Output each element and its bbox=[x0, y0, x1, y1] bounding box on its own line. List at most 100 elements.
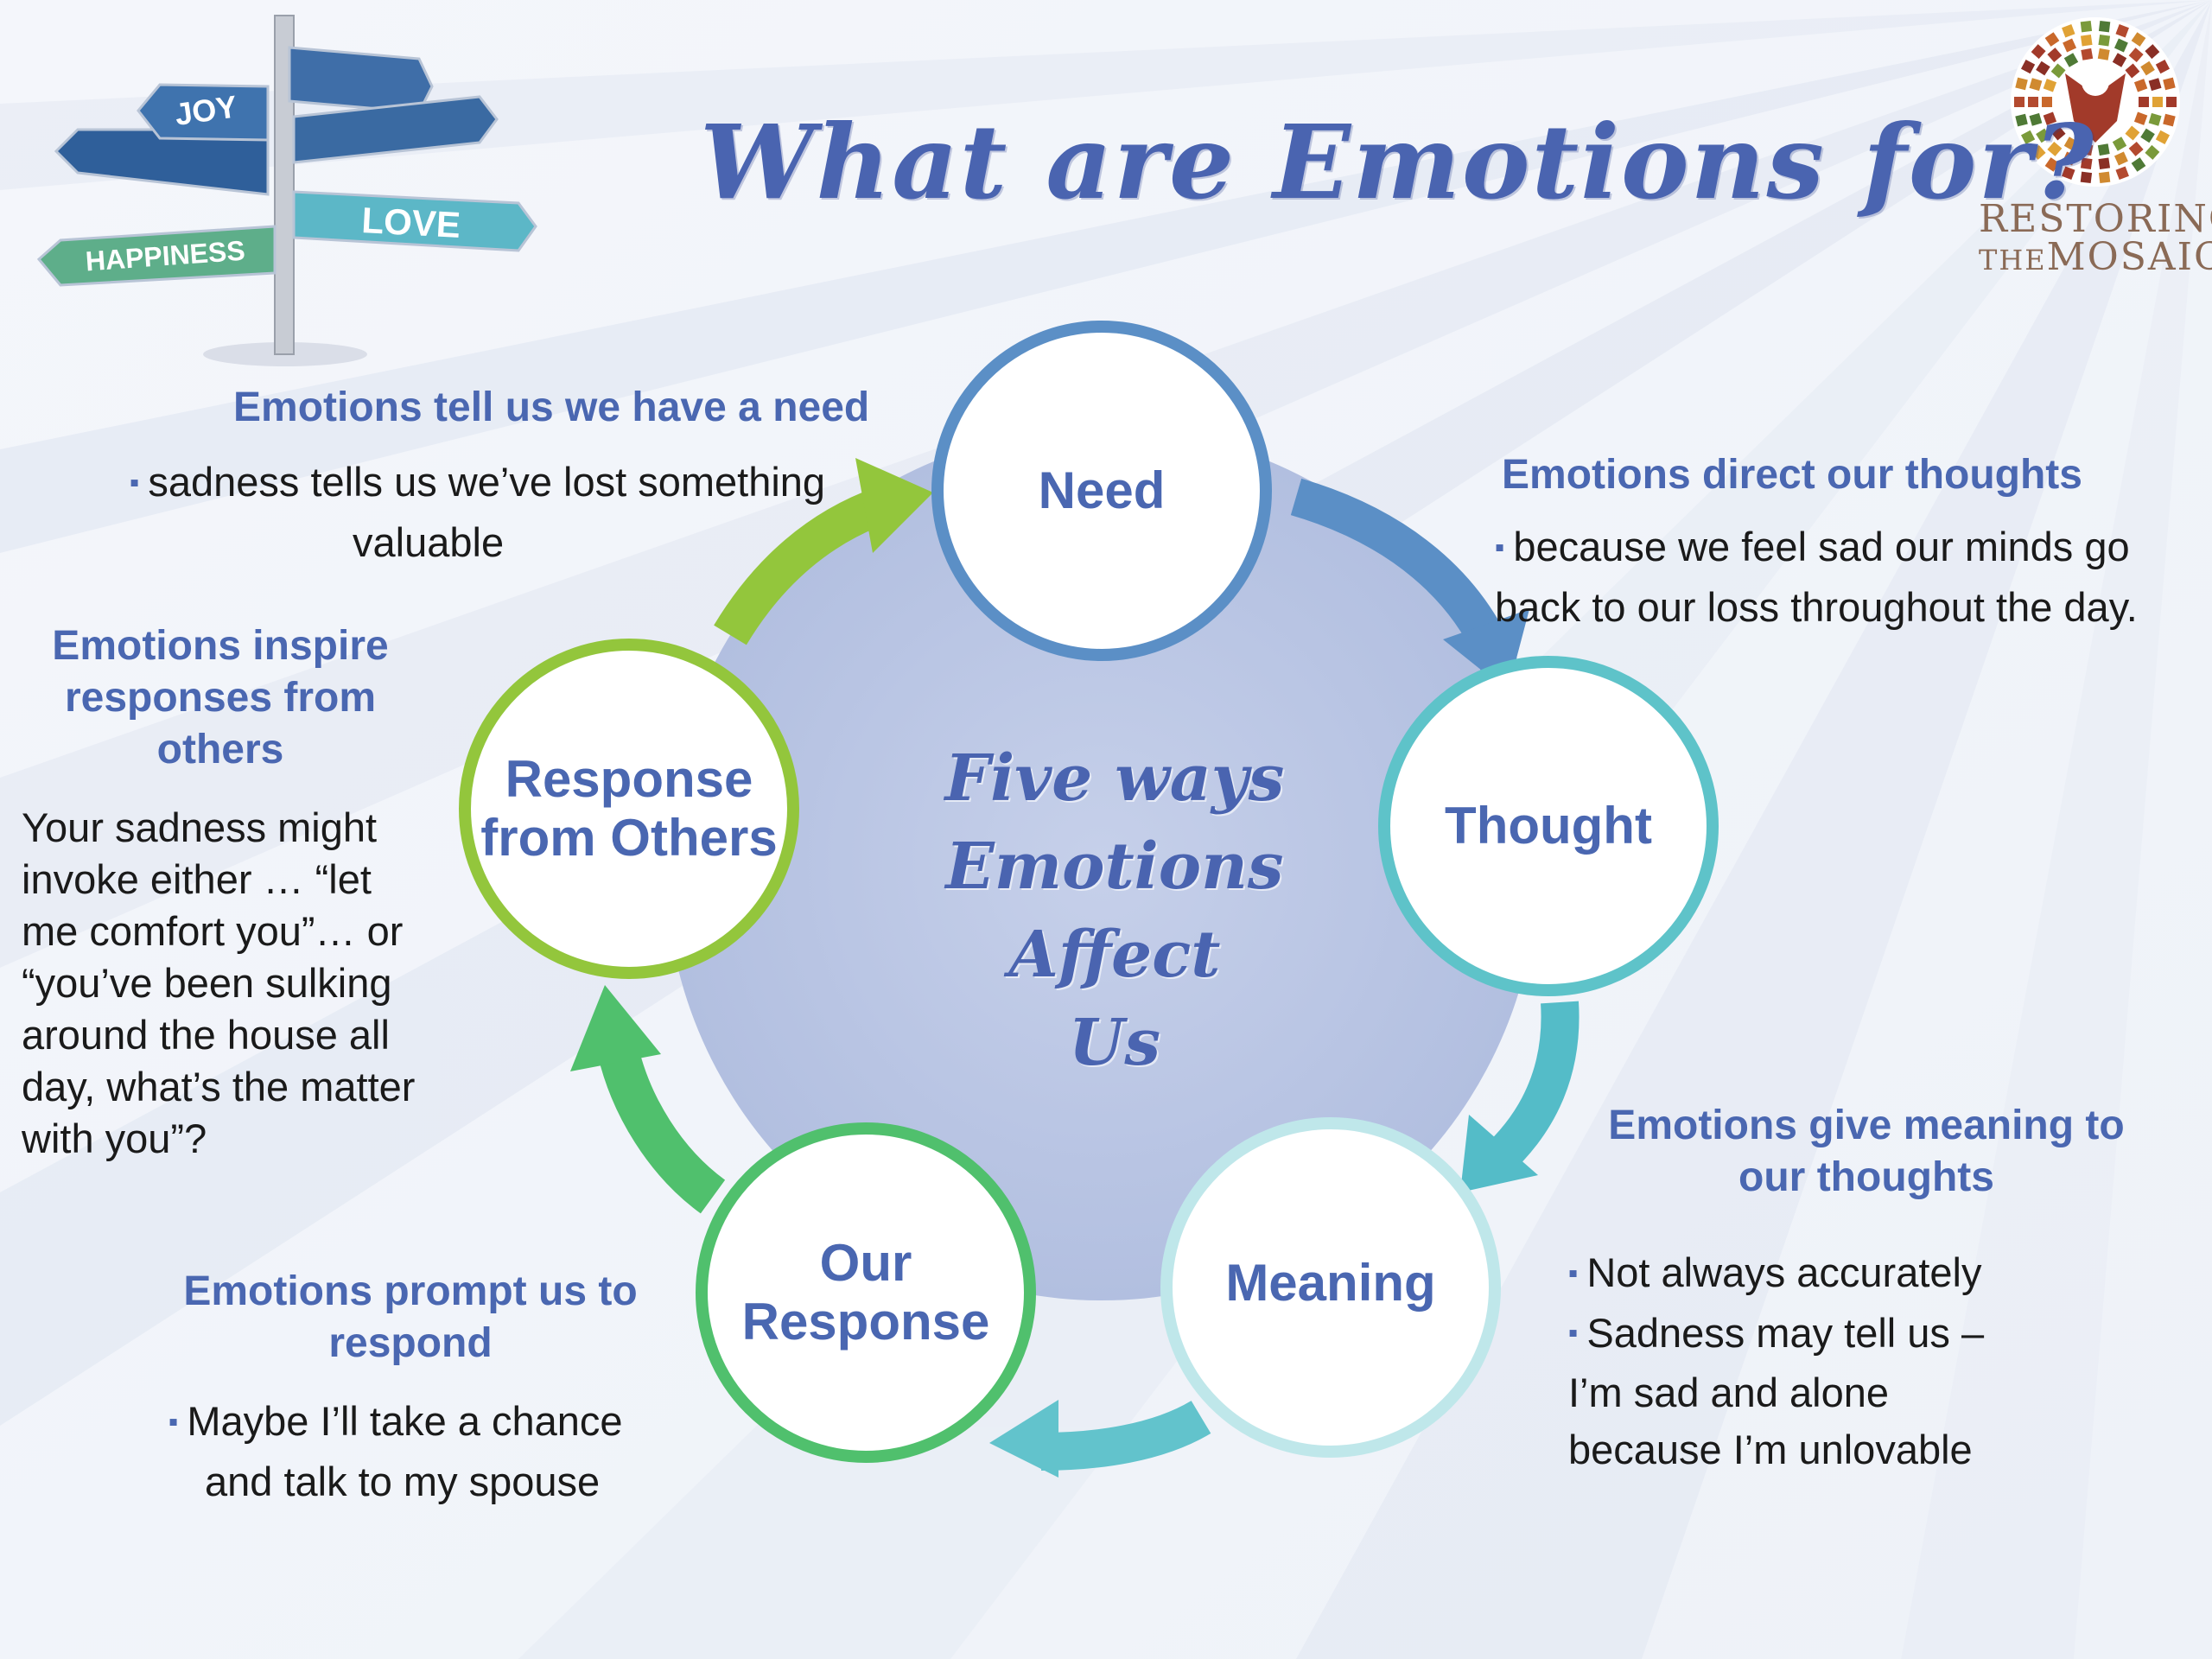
brand-wordmark: RESTORING THEMOSAIC bbox=[1979, 200, 2212, 279]
response-others-body-line1: Your sadness might bbox=[22, 804, 378, 850]
logo-tile bbox=[2125, 125, 2140, 141]
arrow-thought-to-meaning-head bbox=[1460, 1115, 1538, 1192]
response-others-heading-line1: Emotions inspire bbox=[52, 623, 389, 669]
page-title: What are Emotions for? bbox=[700, 102, 2095, 222]
logo-tile bbox=[2133, 79, 2148, 92]
response-others-body-line6: day, what’s the matter bbox=[22, 1064, 416, 1109]
logo-tile bbox=[2014, 97, 2024, 107]
meaning-heading-line1: Emotions give meaning to bbox=[1608, 1103, 2125, 1148]
response-others-heading: Emotions inspire responses from others bbox=[26, 620, 415, 776]
logo-tile bbox=[2148, 112, 2162, 126]
logo-tile bbox=[2042, 97, 2052, 107]
node-meaning-label: Meaning bbox=[1225, 1254, 1436, 1312]
logo-tile bbox=[2062, 23, 2075, 38]
logo-tile bbox=[2047, 141, 2063, 156]
response-others-body-line4: “you’ve been sulking bbox=[22, 960, 392, 1006]
response-others-heading-line3: others bbox=[156, 727, 284, 772]
logo-tile bbox=[2145, 144, 2160, 160]
node-need-label: Need bbox=[1038, 461, 1166, 519]
logo-tile bbox=[2080, 34, 2093, 47]
signpost-illustration: JOY LOVE HAPPINESS bbox=[36, 15, 537, 366]
node-need: Need bbox=[950, 340, 1253, 642]
arrow-meaning-to-our-response-head bbox=[989, 1400, 1058, 1478]
response-others-body-line7: with you”? bbox=[22, 1116, 207, 1161]
logo-tile bbox=[2113, 38, 2128, 53]
logo-tile bbox=[2128, 141, 2144, 156]
logo-tile bbox=[2043, 111, 2057, 125]
logo-tile bbox=[2155, 60, 2171, 74]
node-thought: Thought bbox=[1397, 675, 1700, 977]
logo-tile bbox=[2044, 157, 2060, 172]
our-response-body: Maybe I’ll take a chance and talk to my … bbox=[168, 1393, 704, 1510]
logo-tile bbox=[2097, 143, 2110, 156]
logo-tile bbox=[2163, 77, 2176, 91]
logo-tile bbox=[2081, 143, 2094, 156]
logo-tile bbox=[2080, 20, 2093, 33]
logo-center-figure bbox=[2065, 73, 2126, 143]
logo-tile bbox=[2015, 77, 2028, 91]
node-our-response-line2: Response bbox=[741, 1293, 990, 1351]
logo-tile bbox=[2163, 113, 2176, 127]
logo-tile bbox=[2140, 128, 2155, 143]
sign-joy-label: JOY bbox=[173, 88, 239, 132]
response-others-body-line3: me comfort you”… or bbox=[22, 908, 404, 954]
logo-tile bbox=[2145, 44, 2160, 60]
our-response-heading-line1: Emotions prompt us to bbox=[183, 1268, 638, 1314]
logo-tile bbox=[2029, 112, 2043, 126]
thought-body-line1: because we feel sad our minds go bbox=[1495, 518, 2203, 579]
logo-tile bbox=[2140, 60, 2155, 76]
node-our-response-line1: Our bbox=[819, 1234, 912, 1292]
meaning-bullet-2: Sadness may tell us – bbox=[1568, 1305, 2190, 1365]
logo-tile bbox=[2062, 166, 2075, 181]
meaning-body: Not always accurately Sadness may tell u… bbox=[1568, 1244, 2190, 1478]
node-meaning: Meaning bbox=[1179, 1132, 1482, 1434]
logo-tile bbox=[2128, 48, 2144, 63]
logo-tile bbox=[2098, 20, 2111, 33]
logo-tile bbox=[2113, 151, 2128, 166]
logo-tile bbox=[2036, 60, 2050, 76]
arrow-our-response-to-others bbox=[597, 1045, 726, 1214]
sign-love-label: LOVE bbox=[360, 200, 461, 245]
logo-tile bbox=[2063, 151, 2077, 166]
restoring-mosaic-logo bbox=[2011, 17, 2180, 187]
our-response-heading-line2: respond bbox=[328, 1320, 493, 1366]
center-disc bbox=[665, 428, 1538, 1300]
node-response-others-line1: Response bbox=[505, 750, 753, 808]
logo-tile bbox=[2036, 128, 2050, 143]
logo-tile bbox=[2115, 166, 2129, 181]
logo-tile bbox=[2044, 32, 2060, 47]
logo-tile bbox=[2015, 113, 2028, 127]
logo-tile bbox=[2155, 130, 2171, 144]
thought-heading: Emotions direct our thoughts bbox=[1502, 452, 2082, 498]
meaning-heading: Emotions give meaning to our thoughts bbox=[1555, 1100, 2177, 1204]
logo-tile bbox=[2148, 78, 2162, 92]
logo-tile bbox=[2063, 38, 2077, 53]
center-line-3: Affect bbox=[1008, 918, 1221, 992]
center-line-4: Us bbox=[1068, 1006, 1161, 1080]
logo-tile bbox=[2139, 97, 2149, 107]
response-others-body-line5: around the house all bbox=[22, 1012, 390, 1058]
brand-mosaic: MOSAIC bbox=[2046, 235, 2212, 279]
logo-tile bbox=[2029, 78, 2043, 92]
logo-tile bbox=[2112, 137, 2127, 151]
arrow-meaning-to-our-response bbox=[1040, 1400, 1211, 1471]
logo-tile bbox=[2063, 137, 2079, 151]
logo-tile bbox=[2097, 48, 2110, 60]
sign-joy bbox=[137, 83, 270, 142]
logo-tile bbox=[2098, 171, 2111, 184]
logo-tile bbox=[2050, 125, 2066, 141]
logo-tile bbox=[2133, 111, 2148, 125]
need-body: sadness tells us we’ve lost something va… bbox=[130, 454, 907, 571]
need-body-line2: valuable bbox=[353, 518, 505, 565]
node-our-response: Our Response bbox=[715, 1141, 1017, 1444]
response-others-heading-line2: responses from bbox=[64, 675, 377, 721]
logo-tile bbox=[2031, 44, 2046, 60]
logo-tile bbox=[2125, 63, 2140, 79]
logo-tile bbox=[2031, 144, 2046, 160]
thought-body-line2: back to our loss throughout the day. bbox=[1495, 583, 2138, 630]
node-response-from-others: Response from Others bbox=[478, 658, 780, 960]
logo-tile bbox=[2112, 53, 2127, 67]
arrow-our-response-to-others-head bbox=[570, 985, 661, 1071]
logo-tile bbox=[2028, 97, 2038, 107]
